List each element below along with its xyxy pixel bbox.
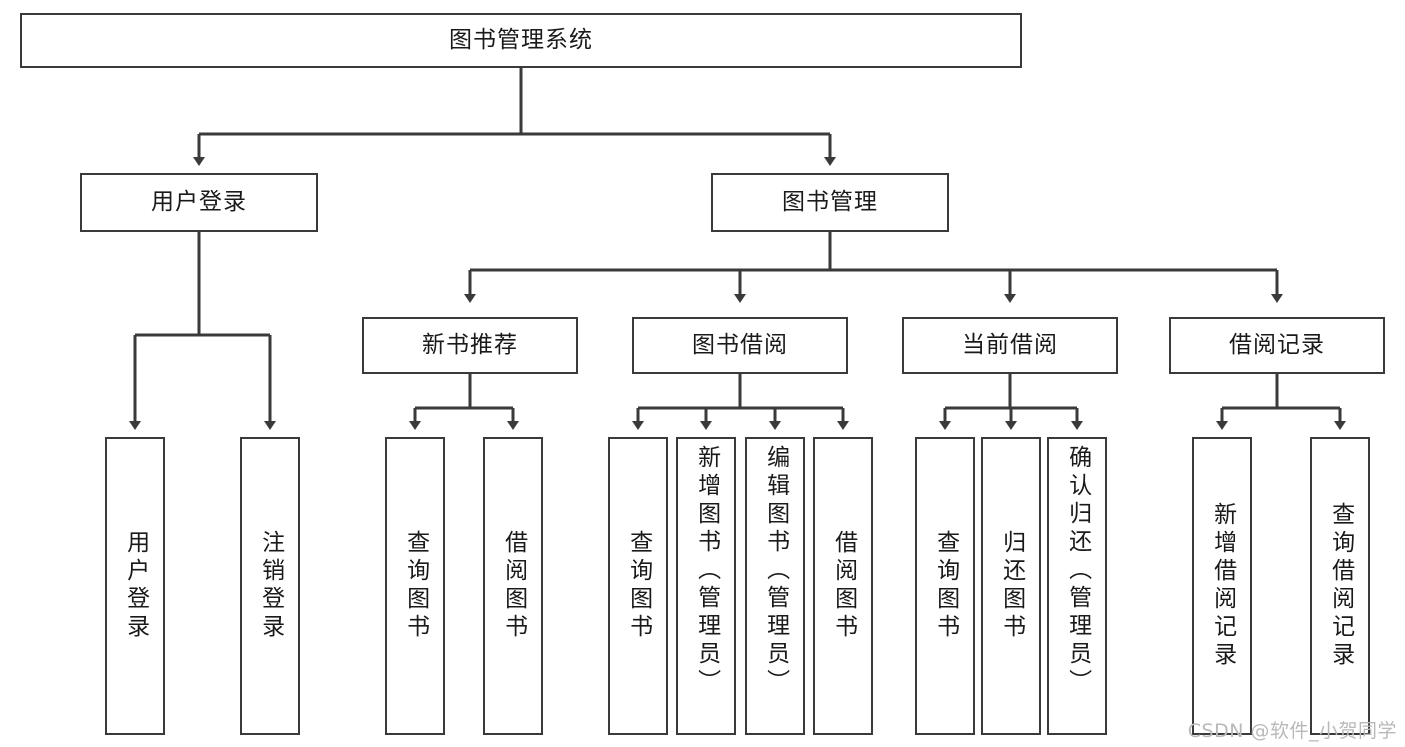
leaf-user-login-label: 用户登录 [122,530,149,642]
node-book-manage[interactable]: 图书管理 [711,173,949,232]
leaf-query-book-recommend[interactable]: 查询图书 [385,437,445,735]
csdn-watermark: CSDN @软件_小贺同学 [1187,720,1397,742]
node-current-borrow[interactable]: 当前借阅 [902,317,1118,374]
leaf-confirm-return[interactable]: 确认归还（管理员） [1047,437,1107,735]
node-user-login[interactable]: 用户登录 [80,173,318,232]
leaf-add-borrow-record[interactable]: 新增借阅记录 [1192,437,1252,735]
leaf-borrow-book[interactable]: 借阅图书 [813,437,873,735]
node-borrow-record[interactable]: 借阅记录 [1169,317,1385,374]
node-user-login-label: 用户登录 [151,188,247,215]
leaf-borrow-book-recommend-label: 借阅图书 [500,530,527,642]
leaf-confirm-return-label: 确认归还（管理员） [1064,445,1091,697]
node-book-borrow-label: 图书借阅 [692,331,788,358]
node-borrow-record-label: 借阅记录 [1229,331,1325,358]
leaf-add-book[interactable]: 新增图书（管理员） [676,437,736,735]
leaf-logout[interactable]: 注销登录 [240,437,300,735]
leaf-query-book-borrow[interactable]: 查询图书 [608,437,668,735]
leaf-query-book-recommend-label: 查询图书 [402,530,429,642]
leaf-borrow-book-recommend[interactable]: 借阅图书 [483,437,543,735]
node-root[interactable]: 图书管理系统 [20,13,1022,68]
node-new-book-recommend[interactable]: 新书推荐 [362,317,578,374]
leaf-query-book-current-label: 查询图书 [932,530,959,642]
leaf-add-book-label: 新增图书（管理员） [693,445,720,697]
leaf-logout-label: 注销登录 [257,530,284,642]
node-current-borrow-label: 当前借阅 [962,331,1058,358]
leaf-query-borrow-record[interactable]: 查询借阅记录 [1310,437,1370,735]
leaf-edit-book-label: 编辑图书（管理员） [762,445,789,697]
node-new-book-recommend-label: 新书推荐 [422,331,518,358]
leaf-query-borrow-record-label: 查询借阅记录 [1327,502,1354,670]
leaf-return-book[interactable]: 归还图书 [981,437,1041,735]
leaf-edit-book[interactable]: 编辑图书（管理员） [745,437,805,735]
leaf-return-book-label: 归还图书 [998,530,1025,642]
leaf-user-login[interactable]: 用户登录 [105,437,165,735]
leaf-query-book-current[interactable]: 查询图书 [915,437,975,735]
leaf-add-borrow-record-label: 新增借阅记录 [1209,502,1236,670]
node-book-borrow[interactable]: 图书借阅 [632,317,848,374]
leaf-query-book-borrow-label: 查询图书 [625,530,652,642]
node-book-manage-label: 图书管理 [782,188,878,215]
node-root-label: 图书管理系统 [449,26,593,53]
leaf-borrow-book-label: 借阅图书 [830,530,857,642]
